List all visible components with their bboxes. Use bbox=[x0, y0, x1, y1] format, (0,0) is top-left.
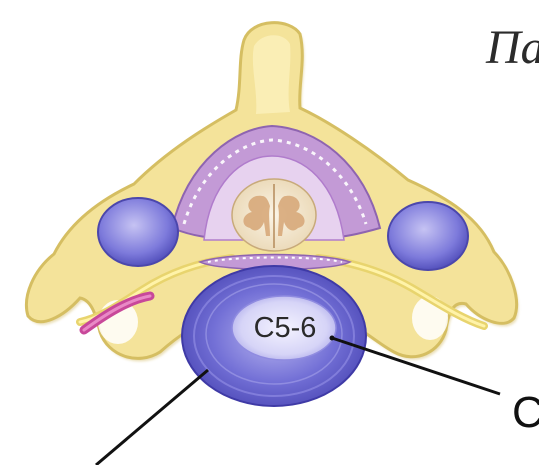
leader-line-left bbox=[96, 370, 208, 465]
heading-text: Па bbox=[486, 20, 539, 76]
disc-level-label: C5-6 bbox=[242, 308, 328, 348]
callout-label: C bbox=[512, 386, 539, 440]
facet-joint-left bbox=[98, 198, 178, 266]
facet-joint-right bbox=[388, 202, 468, 270]
